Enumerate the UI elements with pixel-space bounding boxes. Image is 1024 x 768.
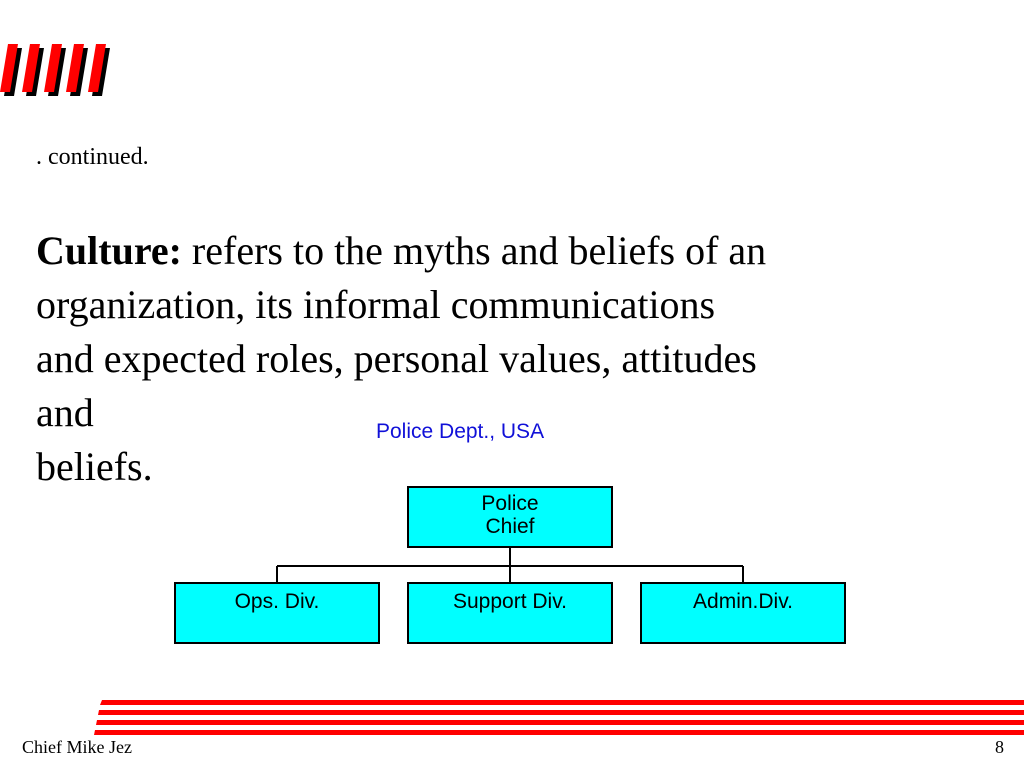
chief-label-line-2: Chief [485,515,535,538]
org-box-support-div: Support Div. [407,582,613,644]
culture-term: Culture: [36,228,182,273]
footer-author: Chief Mike Jez [22,737,132,757]
org-box-police-chief: Police Chief [407,486,613,548]
continued-label: . continued. [36,144,149,170]
chief-label-line-1: Police [481,492,539,515]
footer-red-stripes [94,700,1024,735]
definition-text-1: refers to the myths and beliefs of an [181,228,767,273]
definition-line-1: Culture: refers to the myths and beliefs… [36,224,976,278]
definition-line-2: organization, its informal communication… [36,282,716,327]
org-box-admin-div: Admin.Div. [640,582,846,644]
red-stripes-logo [0,44,110,96]
culture-definition: Culture: refers to the myths and beliefs… [36,224,976,494]
definition-line-4: and [36,390,94,435]
definition-line-3: and expected roles, personal values, att… [36,336,757,381]
org-box-ops-div: Ops. Div. [174,582,380,644]
page-number: 8 [995,737,1004,757]
definition-line-5: beliefs. [36,444,153,489]
org-chart-title: Police Dept., USA [376,420,545,443]
